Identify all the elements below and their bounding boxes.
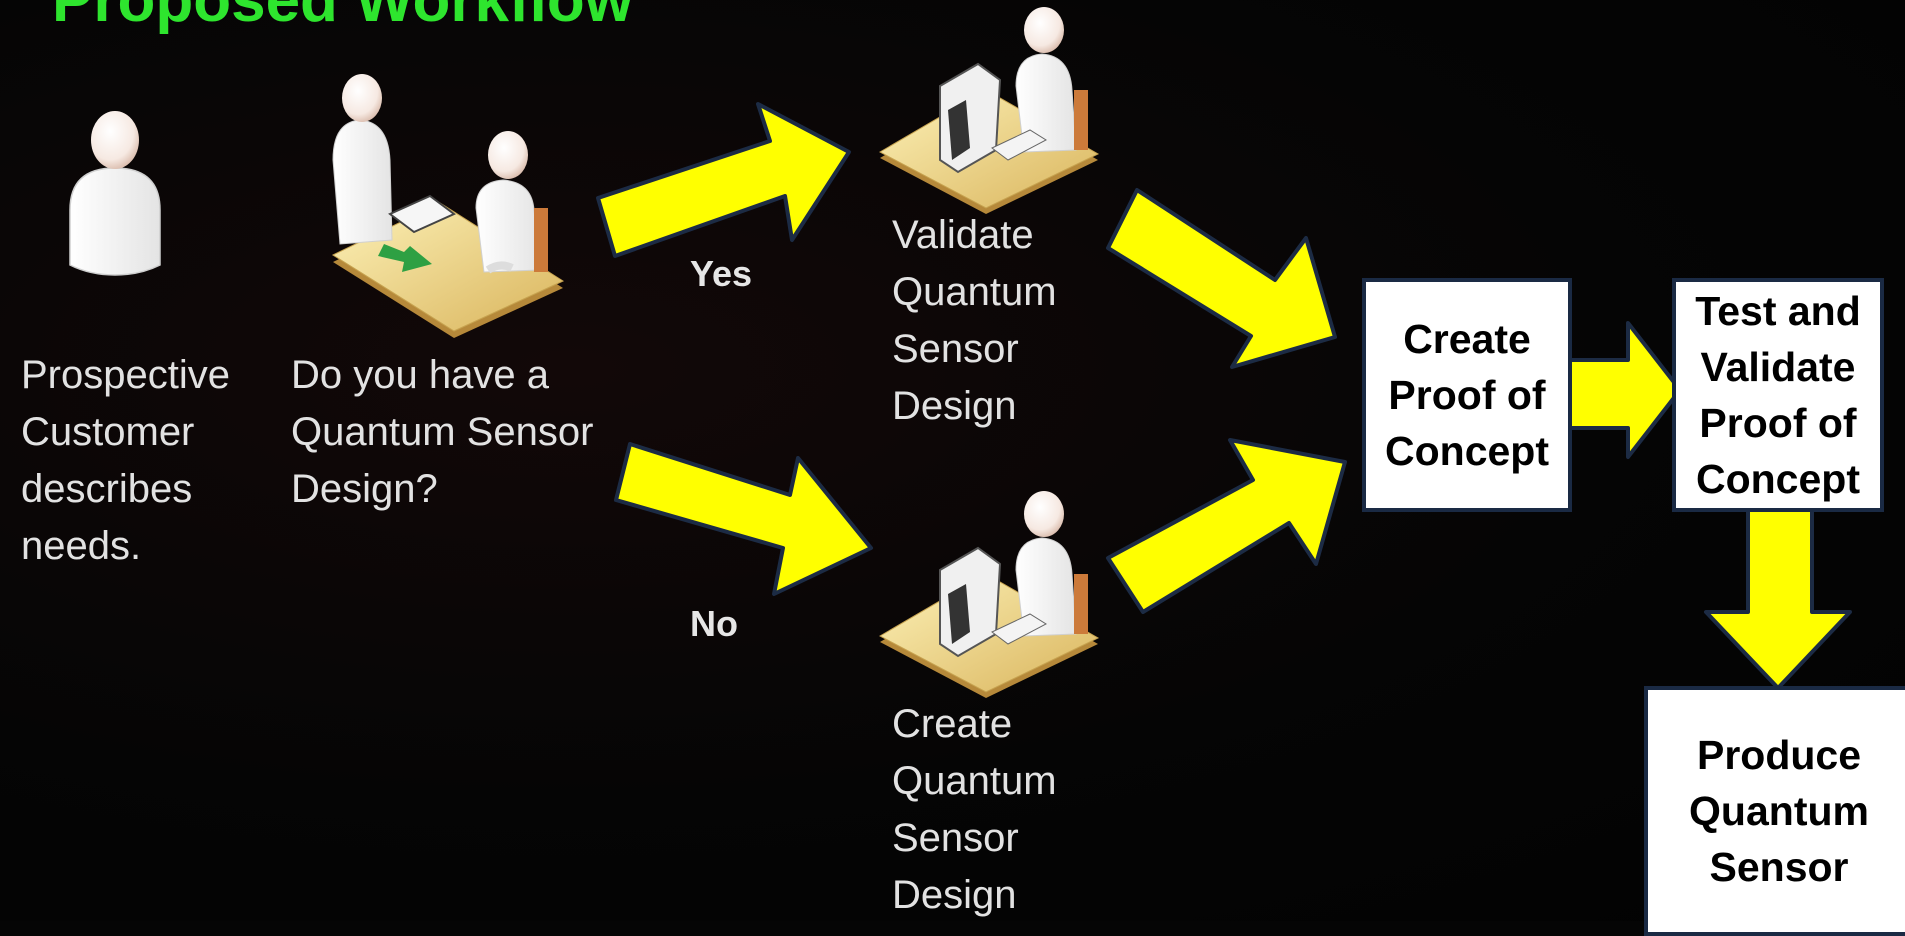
arrow-to-create-design [614,442,873,596]
produce-sensor-box: Produce Quantum Sensor [1644,686,1905,936]
validate-design-label: Validate Quantum Sensor Design [892,213,1057,428]
create-design-label: Create Quantum Sensor Design [892,702,1057,917]
arrow-create-to-proof [1106,438,1347,614]
yes-label: Yes [690,253,753,294]
workstation-icon [878,491,1100,698]
arrow-test-to-produce [1704,508,1852,690]
proof-of-concept-box: Create Proof of Concept [1362,278,1572,512]
question-label: Do you have a Quantum Sensor Design? [291,353,594,511]
arrow-validate-to-proof [1106,188,1337,369]
customer-label: Prospective Customer describes needs. [21,353,230,568]
arrow-to-validate [596,102,851,258]
person-icon [69,111,161,276]
no-label: No [690,603,738,644]
arrow-proof-to-test [1568,321,1682,459]
slide-title: Proposed Workflow [52,0,634,35]
meeting-desk-icon [331,74,565,338]
workstation-icon [878,7,1100,214]
test-validate-box: Test and Validate Proof of Concept [1672,278,1884,512]
